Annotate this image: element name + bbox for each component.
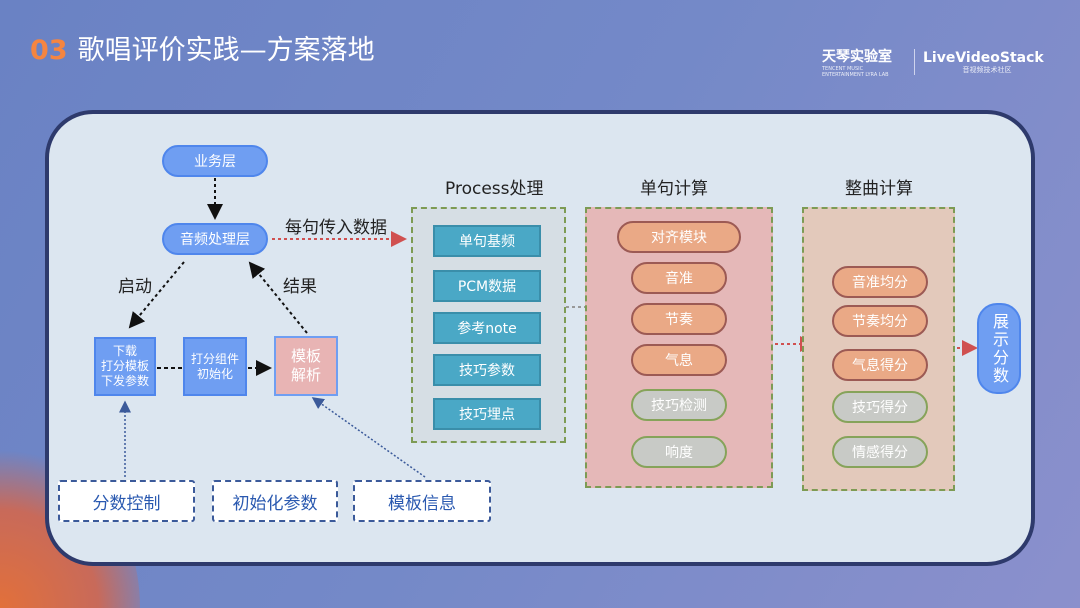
process-title: Process处理 <box>445 179 544 199</box>
input-template-info: 模板信息 <box>353 480 491 522</box>
process-item: 技巧参数 <box>433 354 541 386</box>
audio-layer-node: 音频处理层 <box>162 223 268 255</box>
send-label: 每句传入数据 <box>285 218 387 238</box>
download-template-node: 下载 打分模板 下发参数 <box>94 337 156 396</box>
sentence-item: 节奏 <box>631 303 727 335</box>
song-item: 气息得分 <box>832 349 928 381</box>
song-item: 技巧得分 <box>832 391 928 423</box>
init-component-node: 打分组件 初始化 <box>183 337 247 396</box>
input-init-params: 初始化参数 <box>212 480 338 522</box>
logo-divider <box>914 49 915 75</box>
song-item: 情感得分 <box>832 436 928 468</box>
arrow-template-info <box>311 397 426 478</box>
process-item: 参考note <box>433 312 541 344</box>
process-item: 单句基频 <box>433 225 541 257</box>
start-label: 启动 <box>118 277 152 297</box>
sentence-title: 单句计算 <box>640 179 708 199</box>
arrow-start <box>128 261 185 329</box>
sentence-item: 技巧检测 <box>631 389 727 421</box>
result-label: 结果 <box>283 277 317 297</box>
template-parse-node: 模板 解析 <box>274 336 338 396</box>
song-title: 整曲计算 <box>845 179 913 199</box>
input-score-control: 分数控制 <box>58 480 195 522</box>
sentence-item: 气息 <box>631 344 727 376</box>
process-item: PCM数据 <box>433 270 541 302</box>
sentence-item: 音准 <box>631 262 727 294</box>
display-score-node: 展示分数 <box>977 303 1021 394</box>
process-item: 技巧埋点 <box>433 398 541 430</box>
song-item: 节奏均分 <box>832 305 928 337</box>
sentence-item: 对齐模块 <box>617 221 741 253</box>
sentence-item: 响度 <box>631 436 727 468</box>
song-item: 音准均分 <box>832 266 928 298</box>
business-layer-node: 业务层 <box>162 145 268 177</box>
